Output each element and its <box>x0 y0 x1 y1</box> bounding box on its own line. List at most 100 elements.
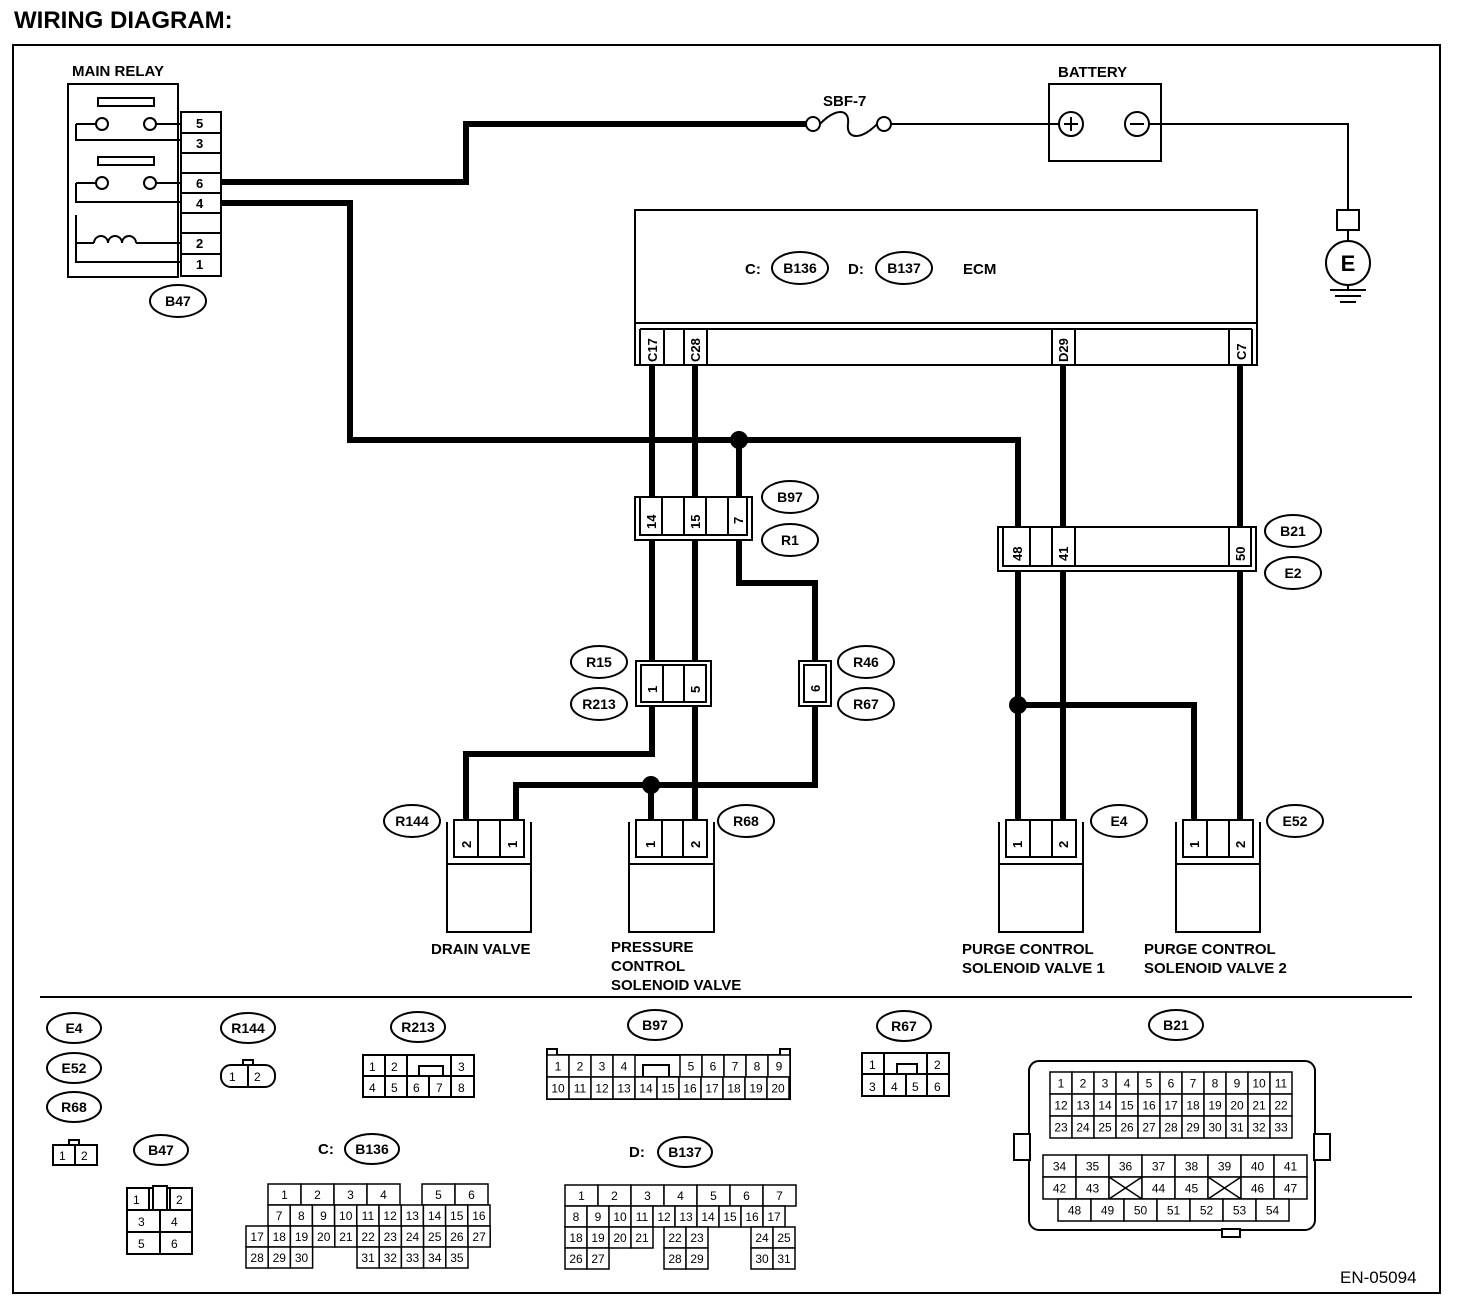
pin-number: 1 <box>555 1060 562 1074</box>
svg-text:B47: B47 <box>148 1142 174 1158</box>
pin-number: 46 <box>1251 1182 1265 1196</box>
svg-text:3: 3 <box>458 1060 465 1074</box>
pin-number: 2 <box>611 1189 618 1203</box>
purge-valve-2-label: PURGE CONTROL <box>1144 941 1276 958</box>
pin-number: 54 <box>1266 1204 1280 1218</box>
pin-number: 15 <box>723 1210 737 1224</box>
pin-number: 14 <box>1098 1099 1112 1113</box>
pin-number: 25 <box>428 1230 442 1244</box>
legend-tag: R144 <box>220 1012 276 1044</box>
svg-text:8: 8 <box>458 1081 465 1095</box>
svg-text:4: 4 <box>891 1080 898 1094</box>
connector-pin-cell <box>766 1076 790 1100</box>
pin-number: 1 <box>1058 1077 1065 1091</box>
pin-number: 51 <box>1167 1204 1181 1218</box>
drain-valve-label: DRAIN VALVE <box>431 941 530 958</box>
purge-control-valve-2: 1 2 PURGE CONTROL SOLENOID VALVE 2 <box>1144 819 1287 977</box>
legend-tag: R68 <box>46 1091 102 1123</box>
pin-number: 17 <box>1164 1099 1178 1113</box>
svg-text:B47: B47 <box>165 293 191 309</box>
pin-number: 11 <box>636 1210 649 1224</box>
svg-text:R68: R68 <box>733 813 759 829</box>
connector-pin-cell <box>1273 1176 1308 1200</box>
pressure-valve-label: PRESSURE <box>611 939 694 956</box>
relay-coil-icon <box>93 235 137 244</box>
svg-text:7: 7 <box>731 517 746 524</box>
svg-text:14: 14 <box>644 514 659 529</box>
main-relay: MAIN RELAY 5 3 6 4 2 1 <box>67 63 222 278</box>
pin-number: 36 <box>1119 1160 1133 1174</box>
legend-tag: B136 <box>344 1133 400 1165</box>
blank-pin-mark <box>1108 1176 1143 1200</box>
relay-pin: 3 <box>196 136 203 151</box>
svg-text:1: 1 <box>369 1060 376 1074</box>
pin-number: 23 <box>1054 1121 1068 1135</box>
connector-pin-cell <box>467 1225 491 1248</box>
svg-text:6: 6 <box>934 1080 941 1094</box>
pin-number: 13 <box>406 1209 420 1223</box>
pin-number: 24 <box>755 1231 769 1245</box>
pin-number: 10 <box>551 1082 565 1096</box>
pin-number: 10 <box>339 1209 353 1223</box>
ecm: C17 C28 D29 C7 C: D: ECM <box>634 209 1258 366</box>
svg-text:5: 5 <box>391 1081 398 1095</box>
pin-number: 20 <box>771 1082 785 1096</box>
pin-number: 18 <box>569 1231 583 1245</box>
pressure-valve-label: CONTROL <box>611 958 685 975</box>
pin-number: 26 <box>569 1252 583 1266</box>
connector-tag-r67: R67 <box>837 687 895 721</box>
svg-text:1: 1 <box>869 1058 876 1072</box>
relay-pin: 4 <box>196 196 204 211</box>
legend-tag: B97 <box>627 1009 683 1041</box>
pin-number: 53 <box>1233 1204 1247 1218</box>
pin-number: 4 <box>621 1060 628 1074</box>
pin-number: 30 <box>1208 1121 1222 1135</box>
svg-text:1: 1 <box>645 686 660 693</box>
purge-valve-1-label: PURGE CONTROL <box>962 941 1094 958</box>
pin-number: 50 <box>1134 1204 1148 1218</box>
pin-number: 6 <box>710 1060 717 1074</box>
legend-connector-r67: 1 2 3 4 5 6 <box>861 1052 950 1097</box>
pin-number: 10 <box>613 1210 627 1224</box>
connector-pin-cell <box>772 1247 796 1270</box>
pin-number: 41 <box>1284 1160 1298 1174</box>
svg-text:1: 1 <box>505 841 520 848</box>
fuse-terminal <box>805 116 821 132</box>
pin-number: 17 <box>705 1082 719 1096</box>
pin-number: 22 <box>1274 1099 1288 1113</box>
connector-tag-r213: R213 <box>570 687 628 721</box>
pin-number: 16 <box>472 1209 486 1223</box>
svg-text:R144: R144 <box>395 813 429 829</box>
pin-number: 14 <box>428 1209 442 1223</box>
pin-number: 19 <box>591 1231 605 1245</box>
connector-tag-b97: B97 <box>761 480 819 514</box>
pin-number: 20 <box>317 1230 331 1244</box>
pin-number: 26 <box>1120 1121 1134 1135</box>
pin-number: 17 <box>250 1230 264 1244</box>
pin-number: 3 <box>347 1188 354 1202</box>
svg-text:2: 2 <box>391 1060 398 1074</box>
legend-connector-r144: 1 2 <box>220 1059 276 1088</box>
ecm-label: ECM <box>963 261 996 278</box>
svg-text:6: 6 <box>171 1237 178 1251</box>
pin-number: 3 <box>599 1060 606 1074</box>
pin-number: 9 <box>320 1209 327 1223</box>
pin-number: 45 <box>1185 1182 1199 1196</box>
pin-number: 18 <box>273 1230 287 1244</box>
pin-number: 29 <box>690 1252 704 1266</box>
svg-text:5: 5 <box>688 686 703 693</box>
connector-tag-b137: B137 <box>875 251 933 285</box>
pin-number: 8 <box>573 1210 580 1224</box>
pin-number: 25 <box>777 1231 791 1245</box>
ecm-d-prefix: D: <box>848 261 864 278</box>
legend-tag: E4 <box>46 1012 102 1044</box>
svg-text:1: 1 <box>133 1193 140 1207</box>
junction-b21: 48 41 50 <box>997 526 1257 572</box>
pin-number: 39 <box>1218 1160 1232 1174</box>
pin-number: 6 <box>468 1188 475 1202</box>
pin-number: 20 <box>613 1231 627 1245</box>
svg-text:48: 48 <box>1010 547 1025 561</box>
pin-number: 12 <box>1054 1099 1068 1113</box>
svg-text:4: 4 <box>171 1215 178 1229</box>
